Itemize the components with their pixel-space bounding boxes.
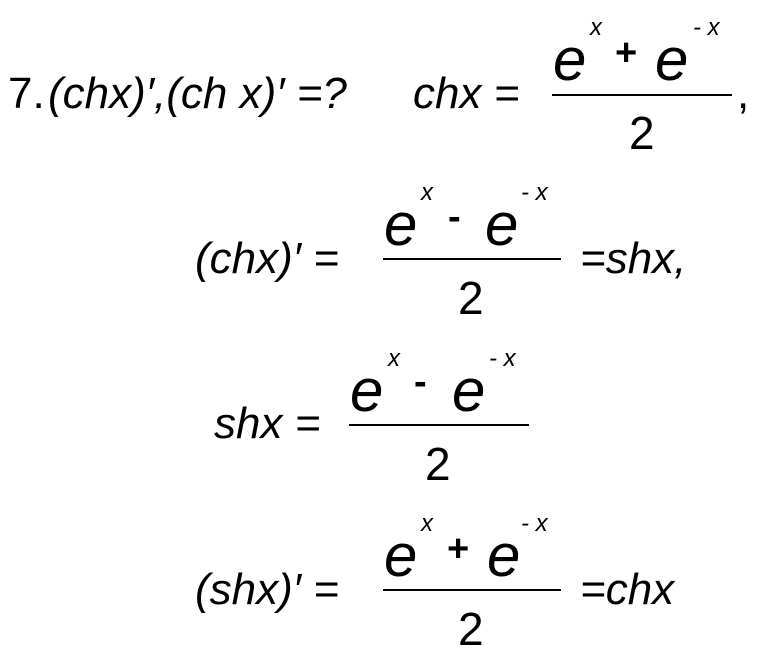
fraction4-bar <box>383 589 561 591</box>
fraction1-e1: e <box>553 26 587 93</box>
fraction2-bar <box>383 258 561 260</box>
fraction1-plus: + <box>615 32 638 74</box>
fraction1-e2: e <box>655 26 689 93</box>
fraction3-minus: - <box>414 361 427 403</box>
fraction3-denominator: 2 <box>425 438 451 490</box>
problem-lead: (chx)′,(ch x)′ =? <box>48 69 347 118</box>
line3-lhs: shx = <box>214 399 321 448</box>
fraction4-e1: e <box>384 522 418 589</box>
fraction4-denominator: 2 <box>458 603 484 655</box>
problem-number: 7. <box>8 69 45 118</box>
fraction3-e2: e <box>452 357 486 424</box>
line4-lhs: (shx)′ = <box>195 565 339 614</box>
fraction4-exp1: x <box>421 510 433 537</box>
def-lhs: chx = <box>413 69 520 118</box>
fraction2-denominator: 2 <box>458 272 484 324</box>
line1-comma: , <box>737 69 750 118</box>
fraction1-bar <box>552 94 732 96</box>
fraction2-minus: - <box>448 196 461 238</box>
fraction4-e2: e <box>487 522 521 589</box>
fraction2-exp2: - x <box>521 179 548 206</box>
fraction3-bar <box>349 424 529 426</box>
fraction3-exp1: x <box>388 345 400 372</box>
line2-rhs: =shx, <box>580 234 687 283</box>
fraction1-exp2: - x <box>693 14 720 41</box>
fraction3-e1: e <box>350 357 384 424</box>
fraction4-exp2: - x <box>521 510 548 537</box>
fraction4-plus: + <box>447 528 470 570</box>
fraction2-exp1: x <box>421 179 433 206</box>
fraction3-exp2: - x <box>489 345 516 372</box>
fraction2-e1: e <box>384 191 418 258</box>
line2-lhs: (chx)′ = <box>195 234 339 283</box>
line4-rhs: =chx <box>580 565 675 614</box>
fraction2-e2: e <box>485 191 519 258</box>
fraction1-exp1: x <box>590 14 602 41</box>
fraction1-denominator: 2 <box>629 107 655 159</box>
